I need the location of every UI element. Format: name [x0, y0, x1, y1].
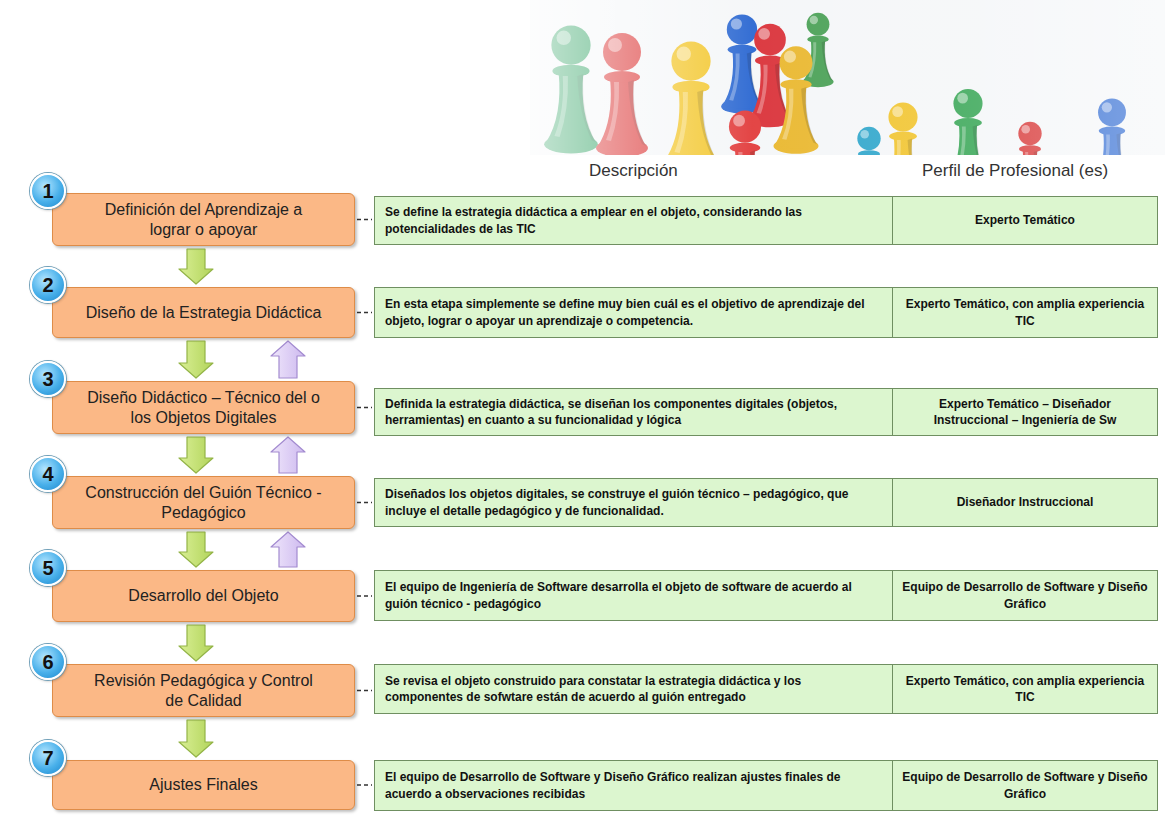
node-text: Equipo de Desarrollo de Software y Diseñ…: [901, 579, 1149, 611]
step-number: 2: [30, 267, 66, 303]
flow-arrow: [179, 437, 213, 473]
process-box: Revisión Pedagógica y Control de Calidad…: [52, 664, 355, 717]
description-cell: Diseñados los objetos digitales, se cons…: [374, 478, 893, 527]
node-text: 2: [42, 273, 53, 297]
process-box: Diseño de la Estrategia Didáctica2: [52, 287, 355, 338]
dashed-connector: [357, 312, 372, 313]
description-cell: En esta etapa simplemente se define muy …: [374, 287, 893, 338]
description-cell: El equipo de Desarrollo de Software y Di…: [374, 760, 893, 811]
node-text: Experto Temático – Diseñador Instruccion…: [901, 396, 1149, 428]
node-text: Diseñados los objetos digitales, se cons…: [385, 486, 882, 518]
feedback-arrow: [271, 437, 305, 473]
step-number: 3: [30, 361, 66, 397]
flow-arrow: [179, 341, 213, 378]
column-header: Perfil de Profesional (es): [922, 161, 1108, 181]
node-text: Diseño Didáctico – Técnico del o los Obj…: [83, 388, 324, 426]
process-box: Desarrollo del Objeto5: [52, 570, 355, 622]
node-text: Diseño de la Estrategia Didáctica: [86, 303, 322, 322]
node-text: En esta etapa simplemente se define muy …: [385, 296, 882, 328]
step-number: 7: [30, 740, 66, 776]
step-number: 1: [30, 173, 66, 209]
step-number: 4: [30, 456, 66, 492]
node-text: 7: [42, 746, 53, 770]
process-box: Ajustes Finales7: [52, 760, 355, 810]
description-cell: Se revisa el objeto construido para cons…: [374, 664, 893, 714]
node-text: Ajustes Finales: [149, 775, 258, 794]
profile-cell: Experto Temático, con amplia experiencia…: [892, 664, 1158, 714]
flow-arrow: [179, 249, 213, 284]
step-number: 6: [30, 644, 66, 680]
profile-cell: Experto Temático – Diseñador Instruccion…: [892, 388, 1158, 436]
step-number: 5: [30, 550, 66, 586]
profile-cell: Experto Temático, con amplia experiencia…: [892, 287, 1158, 338]
description-cell: Se define la estrategia didáctica a empl…: [374, 196, 893, 245]
node-text: Experto Temático, con amplia experiencia…: [901, 673, 1149, 705]
dashed-connector: [357, 219, 372, 220]
profile-cell: Experto Temático: [892, 196, 1158, 245]
feedback-arrow: [271, 341, 305, 378]
node-text: Experto Temático: [975, 212, 1075, 228]
dashed-connector: [357, 595, 372, 596]
flow-arrow: [179, 720, 213, 757]
node-text: Construcción del Guión Técnico - Pedagóg…: [83, 483, 324, 521]
node-text: Revisión Pedagógica y Control de Calidad: [83, 671, 324, 709]
node-text: 3: [42, 367, 53, 391]
node-text: Se define la estrategia didáctica a empl…: [385, 204, 882, 236]
node-text: Definida la estrategia didáctica, se dis…: [385, 396, 882, 428]
node-text: Definición del Aprendizaje a lograr o ap…: [83, 200, 324, 238]
node-text: Equipo de Desarrollo de Software y Diseñ…: [901, 769, 1149, 801]
pawns: [530, 0, 1165, 155]
dashed-connector: [357, 502, 372, 503]
profile-cell: Equipo de Desarrollo de Software y Diseñ…: [892, 570, 1158, 621]
node-text: 6: [42, 650, 53, 674]
node-text: Desarrollo del Objeto: [128, 586, 278, 605]
dashed-connector: [357, 407, 372, 408]
node-text: 5: [42, 556, 53, 580]
node-text: Se revisa el objeto construido para cons…: [385, 673, 882, 705]
description-cell: El equipo de Ingeniería de Software desa…: [374, 570, 893, 621]
dashed-connector: [357, 784, 372, 785]
flow-arrow: [179, 625, 213, 661]
feedback-arrow: [271, 532, 305, 567]
node-text: Diseñador Instruccional: [957, 494, 1094, 510]
flow-arrow: [179, 532, 213, 567]
process-box: Diseño Didáctico – Técnico del o los Obj…: [52, 381, 355, 434]
process-box: Definición del Aprendizaje a lograr o ap…: [52, 193, 355, 246]
process-box: Construcción del Guión Técnico - Pedagóg…: [52, 476, 355, 529]
profile-cell: Diseñador Instruccional: [892, 478, 1158, 527]
description-cell: Definida la estrategia didáctica, se dis…: [374, 388, 893, 436]
node-text: El equipo de Ingeniería de Software desa…: [385, 579, 882, 611]
node-text: Experto Temático, con amplia experiencia…: [901, 296, 1149, 328]
node-text: 1: [42, 179, 53, 203]
node-text: 4: [42, 462, 53, 486]
column-header: Descripción: [589, 161, 678, 181]
node-text: El equipo de Desarrollo de Software y Di…: [385, 769, 882, 801]
profile-cell: Equipo de Desarrollo de Software y Diseñ…: [892, 760, 1158, 811]
dashed-connector: [357, 690, 372, 691]
